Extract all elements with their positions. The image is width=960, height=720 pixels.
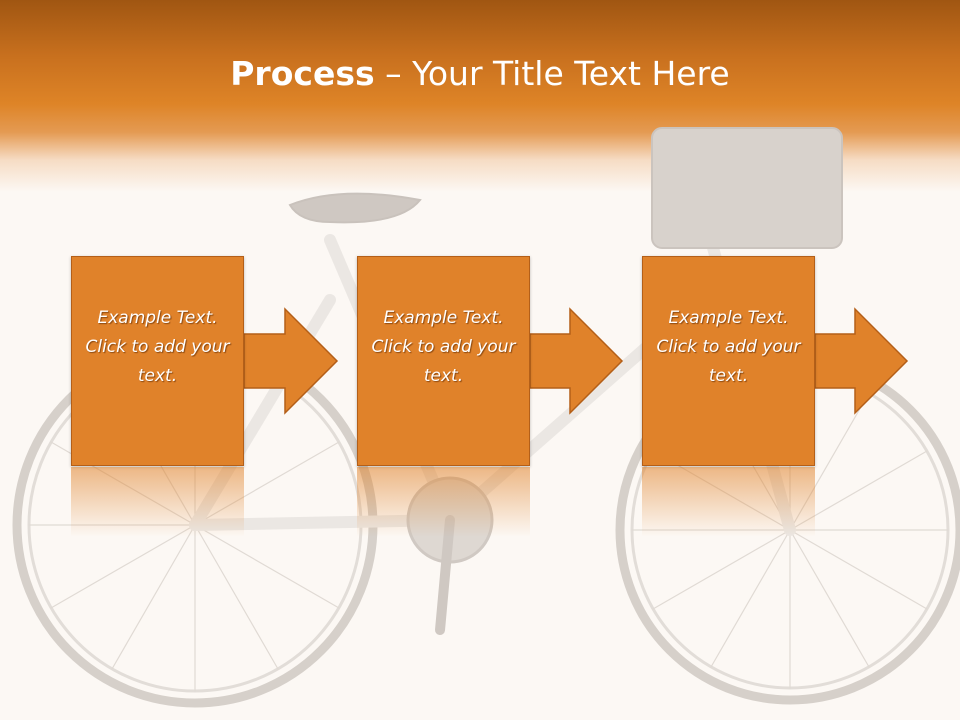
process-step-2[interactable]: Example Text. Click to add your text. [357,256,530,466]
process-step-reflection [71,467,244,537]
process-step-reflection [642,467,815,537]
title-bold-part: Process [230,54,375,93]
arrow-right-icon [243,307,339,415]
title-rest: Your Title Text Here [412,54,730,93]
arrow-right-icon [529,307,624,415]
process-step-text: Example Text. Click to add your text. [371,307,516,386]
title-separator: – [374,54,413,93]
slide-title[interactable]: Process – Your Title Text Here [0,50,960,98]
process-step-reflection [357,467,530,537]
process-step-3[interactable]: Example Text. Click to add your text. [642,256,815,466]
process-step-1[interactable]: Example Text. Click to add your text. [71,256,244,466]
arrow-right-icon [814,307,909,415]
process-step-text: Example Text. Click to add your text. [85,307,230,386]
process-step-text: Example Text. Click to add your text. [656,307,801,386]
